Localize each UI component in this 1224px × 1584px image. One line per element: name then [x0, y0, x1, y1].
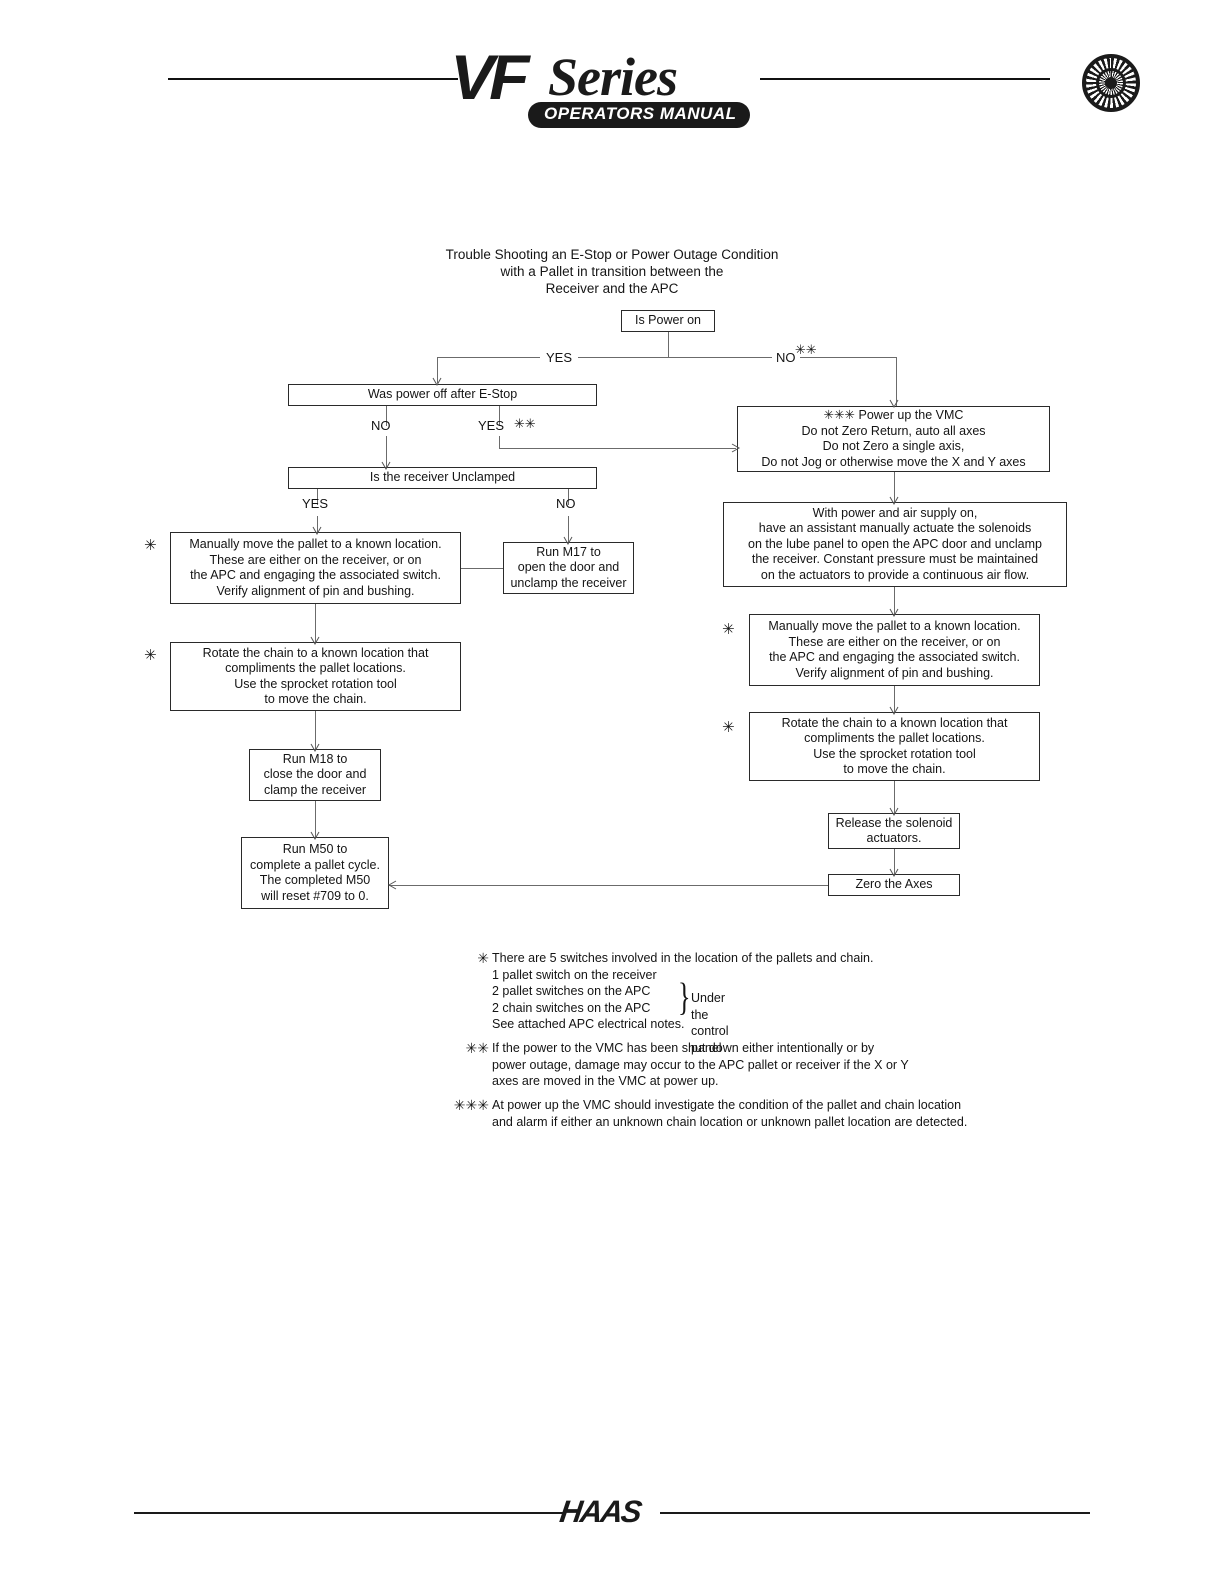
haas-wheel-icon [1082, 54, 1140, 112]
edge-estop-yes-b [499, 436, 500, 448]
edge-label-power-no-mark: ✳✳ [795, 342, 817, 357]
footnote-3-marker: ✳✳✳ [453, 1097, 489, 1113]
node-run-m18[interactable]: Run M18 to close the door and clamp the … [249, 749, 381, 801]
node-zero-axes[interactable]: Zero the Axes [828, 874, 960, 896]
node-rotate-chain-right[interactable]: Rotate the chain to a known location tha… [749, 712, 1040, 781]
footnote-1-line-1: 1 pallet switch on the receiver [492, 967, 657, 982]
edge-unclamped-no-a [568, 489, 569, 505]
footnote-1-marker: ✳ [477, 950, 489, 966]
star-marker-rotate-right: ✳ [722, 719, 735, 736]
logo-subtitle-text: OPERATORS MANUAL [544, 104, 737, 123]
edge-rotate-to-m18 [315, 711, 316, 749]
node-release-solenoid[interactable]: Release the solenoid actuators. [828, 813, 960, 849]
edge-power-yes-drop [437, 357, 438, 383]
edge-estop-yes-run [499, 448, 736, 449]
footnote-1-line-2: 2 pallet switches on the APC [492, 984, 651, 998]
edge-estop-no-a [386, 406, 387, 426]
edge-release-to-zero [894, 849, 895, 874]
edge-estop-yes-a [499, 406, 500, 426]
edge-vmc-to-air [894, 472, 895, 502]
edge-label-power-yes: YES [540, 350, 579, 365]
edge-unclamped-yes-b [317, 516, 318, 532]
edge-zero-to-m50 [389, 885, 828, 886]
edge-manual-to-rotate-left [315, 604, 316, 642]
header-rule-right [760, 78, 1050, 80]
edge-unclamped-yes-a [317, 489, 318, 505]
edge-label-estop-yes-mark: ✳✳ [514, 416, 536, 431]
edge-power-no-drop [896, 357, 897, 406]
footnote-2-line-1: power outage, damage may occur to the AP… [492, 1057, 909, 1072]
edge-label-unclamped-yes: YES [302, 496, 329, 511]
edge-m17-to-manual [461, 568, 503, 569]
node-power-up-vmc[interactable]: ✳✳✳ Power up the VMC Do not Zero Return,… [737, 406, 1050, 472]
footnote-2-marker: ✳✳ [465, 1040, 489, 1056]
page-header: VF Series OPERATORS MANUAL [0, 0, 1224, 140]
logo-subtitle-bar [528, 102, 750, 128]
footnote-3-line-1: and alarm if either an unknown chain loc… [492, 1114, 968, 1129]
edge-label-estop-no: NO [371, 418, 391, 433]
footer-rule-left [134, 1512, 564, 1514]
footnote-2-line-0: If the power to the VMC has been shut do… [492, 1041, 875, 1055]
edge-m18-to-m50 [315, 801, 316, 837]
star-marker-rotate-left: ✳ [144, 647, 157, 664]
edge-label-power-no: NO [772, 350, 800, 365]
node-is-receiver-unclamped[interactable]: Is the receiver Unclamped [288, 467, 597, 489]
flowchart-title: Trouble Shooting an E-Stop or Power Outa… [445, 247, 779, 296]
edge-label-unclamped-no: NO [556, 496, 576, 511]
footnote-2-line-2: axes are moved in the VMC at power up. [492, 1074, 719, 1088]
node-air-supply[interactable]: With power and air supply on, have an as… [723, 502, 1067, 587]
edge-manual-to-rotate-right [894, 686, 895, 712]
edge-power-stem [668, 332, 669, 357]
footnote-1-brace: } [678, 975, 691, 1019]
edge-estop-no-b [386, 436, 387, 467]
logo-series-text: Series [548, 47, 678, 107]
vf-series-logo: VF Series OPERATORS MANUAL [450, 43, 752, 128]
footnote-1-line-3: 2 chain switches on the APC [492, 1000, 651, 1015]
edge-unclamped-no-b [568, 516, 569, 542]
edge-air-to-manual-right [894, 587, 895, 614]
footnote-1-line-0: There are 5 switches involved in the loc… [492, 951, 874, 965]
star-marker-manual-right: ✳ [722, 621, 735, 638]
footnote-3-line-0: At power up the VMC should investigate t… [492, 1098, 962, 1112]
edge-rotate-to-release [894, 781, 895, 813]
node-manual-move-right[interactable]: Manually move the pallet to a known loca… [749, 614, 1040, 686]
node-run-m50[interactable]: Run M50 to complete a pallet cycle. The … [241, 837, 389, 909]
logo-vf-text: VF [450, 43, 529, 113]
header-rule-left [168, 78, 458, 80]
edge-label-estop-yes: YES [478, 418, 505, 433]
node-rotate-chain-left[interactable]: Rotate the chain to a known location tha… [170, 642, 461, 711]
haas-logo: HAAS [557, 1494, 643, 1529]
star-marker-manual-left: ✳ [144, 537, 157, 554]
page-footer: HAAS [0, 1494, 1224, 1536]
node-run-m17[interactable]: Run M17 to open the door and unclamp the… [503, 542, 634, 594]
node-is-power-on[interactable]: Is Power on [621, 310, 715, 332]
node-manual-move-left[interactable]: Manually move the pallet to a known loca… [170, 532, 461, 604]
node-was-power-off[interactable]: Was power off after E-Stop [288, 384, 597, 406]
footnote-1-side-label: Under the control panel [691, 991, 729, 1055]
footnote-1-line-4: See attached APC electrical notes. [492, 1017, 685, 1031]
footer-rule-right [660, 1512, 1090, 1514]
edge-power-split [437, 357, 897, 358]
